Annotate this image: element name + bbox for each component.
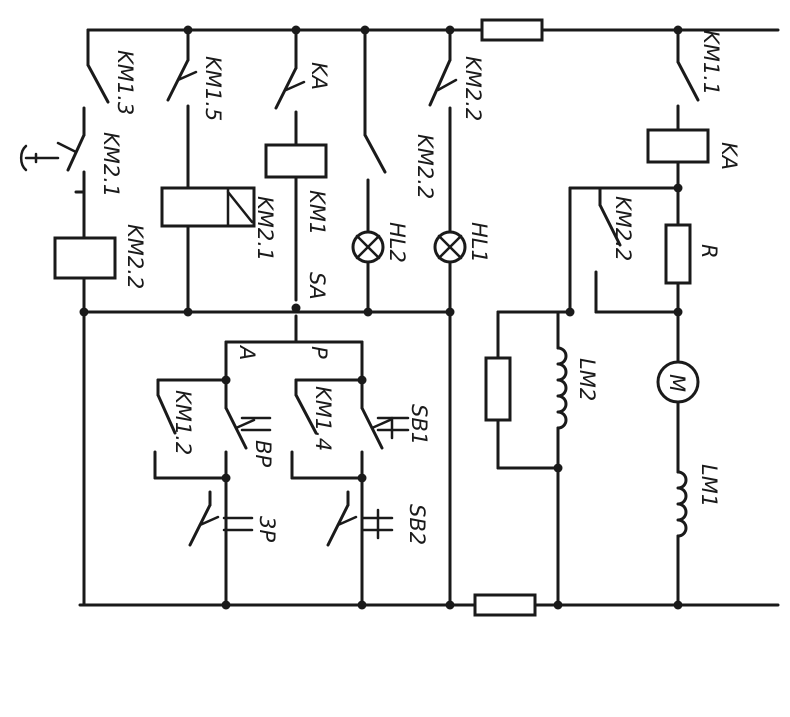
column-km1-5 <box>82 28 452 314</box>
coil-ka-right <box>646 128 710 164</box>
branch-p <box>290 360 410 607</box>
column-km1-3 <box>53 28 117 607</box>
label-hl1: HL1 <box>467 222 491 263</box>
label-km2-1-mid: KM2.1 <box>253 196 277 261</box>
label-km1-5: KM1.5 <box>201 56 225 121</box>
right-circuit <box>568 28 710 607</box>
fuse-bottom <box>473 593 537 617</box>
label-p: P <box>307 346 331 359</box>
label-a: A <box>235 344 259 360</box>
label-r: R <box>697 244 721 259</box>
label-km2-2-top: KM2.2 <box>461 56 485 121</box>
label-lm2: LM2 <box>575 358 599 401</box>
fuse-top <box>480 18 544 42</box>
lm2-branch <box>484 310 572 607</box>
resistor-lm2-shunt <box>484 356 512 422</box>
label-ka-top: KA <box>307 62 331 90</box>
label-sa: SA <box>305 272 329 300</box>
label-motor-m: M <box>665 374 689 392</box>
label-lm1: LM1 <box>697 464 721 507</box>
coil-km2 <box>53 236 117 280</box>
junction-dots <box>79 25 683 610</box>
sa-switch <box>224 340 364 364</box>
coil-km1 <box>264 143 328 179</box>
label-km2-2-mid: KM2.2 <box>413 134 437 199</box>
label-km1-coil: KM1 <box>305 190 329 235</box>
label-km1-1: KM1.1 <box>699 30 723 95</box>
label-km2-2-right: KM2.2 <box>611 196 635 261</box>
winding-lm2 <box>556 346 568 430</box>
label-km2-1-left: KM2.1 <box>99 132 123 197</box>
lamp-hl1 <box>433 230 467 264</box>
winding-lm1 <box>676 470 688 538</box>
column-ka <box>264 28 328 344</box>
label-sb2: SB2 <box>405 504 429 545</box>
column-km2-2-lamps <box>363 28 458 607</box>
label-hl2: HL2 <box>385 222 409 263</box>
resistor-r <box>664 223 692 285</box>
label-bp: BP <box>251 440 275 467</box>
label-sb1: SB1 <box>407 404 431 445</box>
lamp-hl2 <box>351 230 385 264</box>
mushroom-button-icon <box>19 144 60 172</box>
label-3p: 3P <box>255 516 279 542</box>
label-km1-2: KM1.2 <box>171 390 195 455</box>
label-km1-3: KM1.3 <box>113 50 137 115</box>
label-ka-right: KA <box>717 142 741 170</box>
labels: KM1.3 KM2.1 KM2.2 KM1.5 KA KM1 KM2.1 SA … <box>99 30 741 545</box>
label-km1-4: KM1.4 <box>311 386 335 451</box>
label-km2-2-left: KM2.2 <box>123 224 147 289</box>
